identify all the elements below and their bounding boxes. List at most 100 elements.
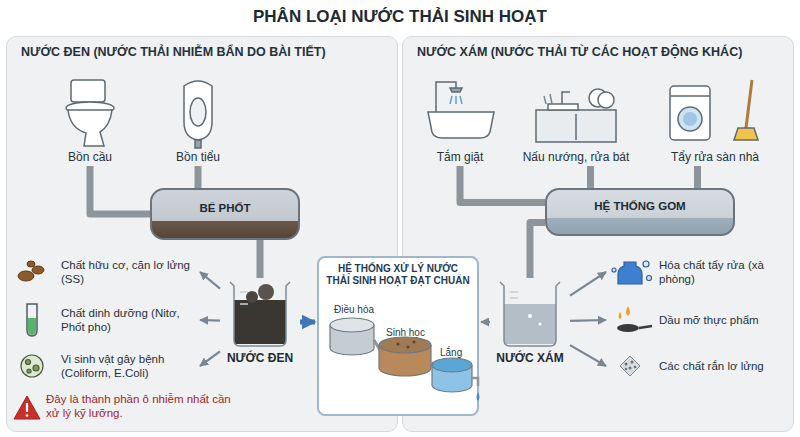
stage-label-text: Lắng: [440, 347, 462, 358]
bathtub-icon-part: [428, 112, 494, 138]
particles-icon-part: [629, 367, 632, 370]
node-label: Bồn cầu: [68, 150, 112, 164]
particles-icon-part: [620, 356, 640, 376]
pollutant-item: Hóa chất tẩy rửa (xà phòng): [609, 252, 793, 292]
pipe: [90, 166, 150, 214]
particles-icon-part: [631, 361, 634, 364]
source-icon: Nấu nướng, rửa bát: [516, 74, 636, 166]
test-tube-icon: [27, 304, 37, 336]
beaker-black-part: [240, 292, 248, 304]
toilet-icon-part: [66, 102, 114, 114]
treatment-tanks-part: [374, 340, 380, 350]
treatment-tanks-part: [330, 318, 374, 332]
test-tube-icon-part: [27, 304, 37, 336]
flow-arrow: [200, 351, 220, 366]
kitchen-sink-icon-part: [548, 104, 578, 110]
kitchen-sink-icon-part: [589, 89, 607, 107]
node-label: Tắm giặt: [437, 150, 484, 164]
node-label: NƯỚC ĐEN: [227, 351, 293, 365]
node-label: Chất dinh dưỡng (Nitơ, Phốt pho): [61, 306, 193, 335]
collection-tank: HỆ THỐNG GOM: [545, 188, 735, 236]
treatment-tanks-part: [396, 342, 399, 345]
kitchen-sink-icon-part: [544, 94, 552, 104]
kitchen-sink-icon-part: [575, 114, 577, 140]
organic-solids-icon-part: [32, 266, 44, 274]
warning-icon-part: [26, 414, 29, 417]
kitchen-sink-icon-part: [536, 110, 616, 142]
node-label: Tẩy rửa sàn nhà: [671, 150, 759, 164]
detergent-icon-part: [612, 268, 616, 272]
urinal-icon-part: [190, 98, 206, 126]
node-label: BỂ PHỐT: [199, 202, 250, 214]
pan-oil-icon-part: [619, 312, 622, 319]
toilet-icon: [66, 80, 114, 146]
detergent-icon-part: [643, 261, 649, 267]
bathtub-icon: [428, 82, 494, 138]
detergent-icon: [612, 261, 652, 284]
pollutant-item: Dầu mỡ thực phẩm: [609, 300, 793, 340]
pollutant-item: Vi sinh vật gây bệnh (Coliform, E.Coli): [11, 346, 197, 386]
title-bar: PHÂN LOẠI NƯỚC THẢI SINH HOẠT: [0, 7, 800, 27]
urinal-icon-part: [195, 140, 201, 148]
connectors: [90, 166, 698, 366]
beaker-grey-part: [538, 322, 541, 325]
beaker-grey: [500, 282, 560, 346]
stage-label: Sinh học: [386, 327, 425, 338]
beaker-black-part: [230, 282, 290, 346]
organic-solids-icon-part: [18, 271, 34, 281]
beaker-grey-part: [500, 282, 560, 346]
source-icon: Tắm giặt: [422, 74, 498, 166]
flow-arrow: [570, 272, 606, 296]
mop-icon-part: [734, 128, 758, 140]
warning-icon: [14, 396, 40, 419]
detergent-icon-part: [647, 276, 652, 281]
flow-arrow: [200, 272, 220, 289]
pipe: [460, 166, 545, 202]
fixture-icon: Bồn tiểu: [160, 74, 236, 166]
treatment-tanks-part: [432, 365, 472, 392]
warning-note: Đây là thành phần ô nhiễm nhất cần xử lý…: [46, 392, 236, 421]
kitchen-sink-icon-part: [562, 92, 570, 104]
stage-label: Lắng: [440, 347, 462, 358]
pipe: [694, 166, 701, 188]
washing-machine-icon-part: [670, 86, 710, 140]
particles-icon-part: [634, 366, 637, 369]
title: PHÂN LOẠI NƯỚC THẢI SINH HOẠT: [253, 7, 547, 27]
panel-heading: NƯỚC ĐEN (NƯỚC THẢI NHIỄM BẨN DO BÀI TIẾ…: [21, 45, 383, 59]
beaker-black-part: [258, 284, 274, 300]
beaker: NƯỚC ĐEN: [220, 278, 300, 366]
fixture-icon: Bồn cầu: [52, 74, 128, 166]
source-icon: Tẩy rửa sàn nhà: [660, 74, 770, 166]
pan-oil-icon-part: [626, 306, 630, 316]
toilet-icon-part: [71, 80, 105, 102]
particles-icon-part: [625, 363, 628, 366]
warning-icon-part: [26, 403, 28, 412]
node-label: Dầu mỡ thực phẩm: [659, 313, 789, 327]
node-label: Hóa chất tẩy rửa (xà phòng): [659, 258, 789, 287]
treatment-tanks-part: [406, 345, 409, 348]
urinal-icon-part: [184, 81, 212, 140]
particles-icon: [620, 356, 640, 376]
pollutant-item: Các chất rắn lơ lửng: [609, 346, 793, 386]
microbe-icon-part: [26, 360, 31, 365]
kitchen-sink-icon-part: [598, 92, 614, 108]
pipe: [530, 223, 545, 278]
washing-machine-icon: [670, 86, 710, 140]
flow-arrow: [570, 345, 606, 366]
beaker: NƯỚC XÁM: [490, 278, 570, 366]
microbe-icon-part: [21, 355, 43, 377]
treatment-tanks-part: [472, 378, 478, 386]
bathtub-icon-part: [450, 88, 462, 92]
pollutant-item: Chất dinh dưỡng (Nitơ, Phốt pho): [11, 300, 197, 340]
mop-icon-part: [746, 80, 752, 128]
treatment-tanks-part: [431, 362, 436, 370]
node-label: Nấu nướng, rửa bát: [523, 150, 630, 164]
flow-arrow: [200, 319, 220, 322]
treatment-tanks-part: [330, 325, 374, 355]
beaker-black-part: [234, 300, 286, 344]
warning-icon-part: [14, 396, 40, 419]
washing-machine-icon-part: [683, 112, 697, 126]
flow-arrow: [300, 320, 315, 325]
